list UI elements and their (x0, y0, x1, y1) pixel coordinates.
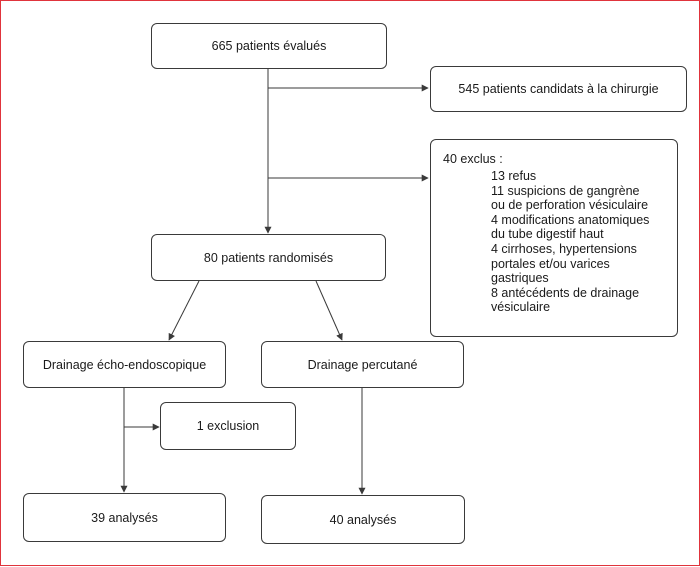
eus-arm-label: Drainage écho-endoscopique (42, 357, 207, 372)
arrow-to-eus-arm (168, 280, 200, 341)
perc-analyzed-box: 40 analysés (261, 495, 465, 544)
excluded-reason: 13 refus (491, 169, 537, 183)
excluded-reason: du tube digestif haut (491, 227, 604, 242)
excluded-reason: 4 cirrhoses, hypertensions (491, 241, 637, 256)
arrow-to-perc-arm (315, 280, 343, 341)
perc-analyzed-label: 40 analysés (329, 512, 397, 527)
excluded-reason: 8 antécédents de drainage (491, 285, 640, 300)
excluded-reasons-list: 13 refus 11 suspicions de gangrène ou de… (443, 169, 665, 315)
excluded-box: 40 exclus : 13 refus 11 suspicions de ga… (430, 139, 678, 337)
randomized-label: 80 patients randomisés (203, 250, 334, 265)
excluded-reason: portales et/ou varices (491, 256, 610, 271)
exclusion-label: 1 exclusion (196, 419, 260, 433)
perc-arm-box: Drainage percutané (261, 341, 464, 388)
excluded-reason: 4 modifications anatomiques (491, 212, 650, 227)
eus-analyzed-box: 39 analysés (23, 493, 226, 542)
candidates-box: 545 patients candidats à la chirurgie (430, 66, 687, 112)
exclusion-box: 1 exclusion (160, 402, 296, 450)
excluded-reason: gastriques (491, 271, 549, 286)
excluded-reason: ou de perforation vésiculaire (491, 198, 649, 213)
evaluated-box: 665 patients évalués (151, 23, 387, 69)
evaluated-label: 665 patients évalués (211, 39, 327, 53)
excluded-reason: vésiculaire (491, 300, 551, 315)
excluded-title: 40 exclus : (443, 152, 503, 166)
eus-analyzed-label: 39 analysés (91, 510, 158, 525)
excluded-reason: 11 suspicions de gangrène (491, 183, 640, 198)
candidates-label: 545 patients candidats à la chirurgie (458, 82, 659, 96)
randomized-box: 80 patients randomisés (151, 234, 386, 281)
perc-arm-label: Drainage percutané (307, 357, 418, 372)
eus-arm-box: Drainage écho-endoscopique (23, 341, 226, 388)
